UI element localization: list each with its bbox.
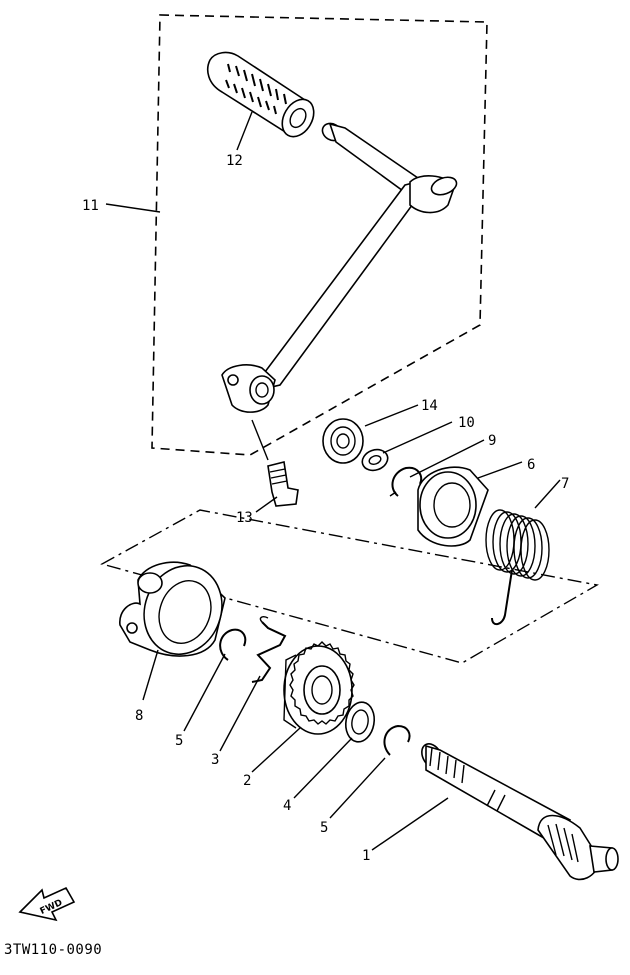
part-labels: 11 12 13 14 10 9 6 7 8 5 3 2 4 5 1	[82, 153, 569, 864]
kick-guide-part-8	[119, 561, 226, 657]
label-8: 8	[135, 708, 143, 724]
circlip-part-5-left	[219, 628, 247, 661]
kick-grip-part-12	[206, 51, 315, 138]
label-14: 14	[421, 398, 438, 414]
label-2: 2	[243, 773, 251, 789]
bearing-part-14	[322, 418, 364, 464]
assembly-dashdot-outline	[100, 509, 599, 664]
label-7: 7	[561, 476, 569, 492]
kick-axle-part-1	[421, 743, 619, 881]
leader-lines	[105, 111, 561, 851]
kick-gear-part-2	[283, 641, 355, 735]
label-5-left: 5	[175, 733, 183, 749]
label-3: 3	[211, 752, 219, 768]
label-4: 4	[283, 798, 291, 814]
spring-cover-part-6	[417, 466, 489, 547]
label-12: 12	[226, 153, 243, 169]
forward-arrow-icon: FWD	[18, 886, 76, 922]
torsion-spring-part-7	[485, 509, 550, 626]
kick-crank-lever	[221, 122, 458, 413]
label-10: 10	[458, 415, 475, 431]
label-11: 11	[82, 198, 99, 214]
assembly-11-dashed-outline	[151, 14, 488, 456]
washer-part-4	[344, 701, 376, 743]
circlip-part-5-right	[383, 724, 411, 756]
label-6: 6	[527, 457, 535, 473]
label-13: 13	[236, 510, 253, 526]
washer-part-10	[361, 448, 389, 472]
drawing-code: 3TW110-0090	[4, 942, 103, 958]
label-9: 9	[488, 433, 496, 449]
clip-part-3	[251, 616, 287, 683]
label-1: 1	[362, 848, 370, 864]
bolt-part-13	[251, 419, 299, 507]
label-5-right: 5	[320, 820, 328, 836]
